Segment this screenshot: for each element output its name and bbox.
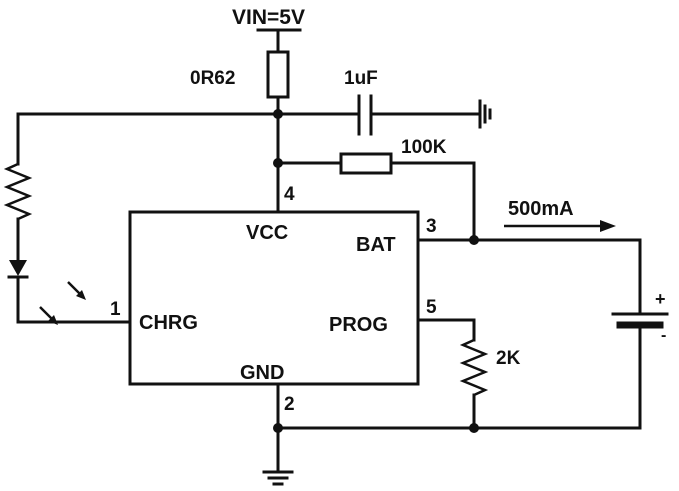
ground-icon-right: [478, 99, 492, 129]
current-arrow-head: [600, 220, 616, 232]
led-icon: [9, 260, 27, 276]
led-light-arrows: [39, 281, 86, 325]
current-label: 500mA: [508, 198, 574, 220]
battery-minus-label: -: [661, 327, 666, 344]
prog-resistor-label: 2K: [496, 348, 521, 369]
pin-chrg-label: CHRG: [139, 312, 198, 334]
supply-label: VIN=5V: [232, 6, 305, 29]
resistor-100k: [339, 152, 393, 175]
pin-chrg-number: 1: [110, 299, 121, 320]
pin-bat-number: 3: [426, 216, 437, 237]
pin-vcc-label: VCC: [246, 222, 288, 244]
battery-plus-label: +: [655, 289, 666, 309]
pin-gnd-number: 2: [284, 394, 295, 415]
sense-resistor-label: 0R62: [190, 68, 235, 89]
pin-gnd-label: GND: [240, 362, 284, 384]
left-resistor: [3, 162, 33, 221]
resistor-100k-label: 100K: [401, 137, 447, 158]
pin-prog-number: 5: [426, 297, 437, 318]
pin-prog-label: PROG: [329, 314, 388, 336]
capacitor-label: 1uF: [344, 68, 378, 89]
sense-resistor: [266, 50, 290, 99]
pin-bat-label: BAT: [356, 234, 396, 256]
ground-icon-bottom: [262, 470, 294, 486]
junction-dots: [273, 109, 479, 433]
pin-vcc-number: 4: [284, 184, 295, 205]
ic-body: [128, 210, 420, 386]
prog-resistor: [459, 338, 489, 397]
